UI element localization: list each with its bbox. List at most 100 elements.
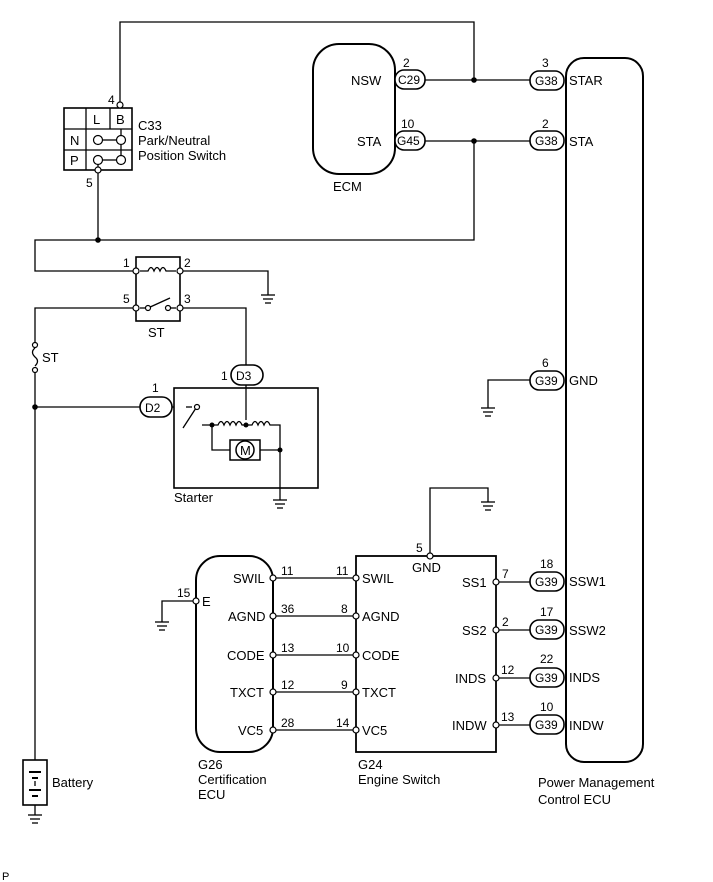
- wire-relay-ground: [180, 270, 269, 295]
- ground-icon: [481, 407, 495, 417]
- ecm-connector-c29: [394, 69, 426, 90]
- pmc-conn-ssw2: G39: [535, 623, 558, 637]
- cert-code: G26: [198, 757, 223, 772]
- pnp-code: C33: [138, 118, 162, 133]
- pmc-label-ssw1: SSW1: [569, 574, 606, 589]
- es-pin-inds: 12: [501, 663, 515, 677]
- park-neutral-switch: 4 5 L B N P C33 Park/Neutral Position Sw…: [63, 93, 226, 190]
- ecm-sta-label: STA: [357, 134, 382, 149]
- ecm-body: [312, 43, 396, 175]
- pnp-row-p: P: [70, 153, 79, 168]
- pmc-pin-ssw2: 17: [540, 605, 554, 619]
- ground-icon: [273, 499, 287, 509]
- pmc-ecu-body: [565, 57, 644, 763]
- starter-switch-icon: [182, 407, 197, 429]
- pnp-col-l: L: [93, 112, 100, 127]
- pmc-conn-star: G38: [535, 74, 558, 88]
- cert-label-code: CODE: [227, 648, 265, 663]
- ecm-pin-sta: 10: [401, 117, 415, 131]
- relay-pin-5: 5: [123, 292, 130, 306]
- cert-name-line2: ECU: [198, 787, 225, 802]
- fuse-icon: [31, 347, 39, 367]
- es-label-txct: TXCT: [362, 685, 396, 700]
- cert-pin-agnd: 36: [281, 602, 295, 616]
- pmc-pin-gnd: 6: [542, 356, 549, 370]
- ground-icon: [28, 814, 42, 824]
- pmc-connector-sta: [529, 130, 565, 151]
- wire-e-ground: [161, 600, 196, 622]
- pnp-pin4-terminal: [116, 101, 124, 109]
- wire-sta-to-relay: [34, 141, 475, 272]
- wire-relay-pin3: [180, 307, 247, 365]
- ground-icon: [261, 294, 275, 304]
- pmc-pin-sta: 2: [542, 117, 549, 131]
- battery: Battery: [22, 759, 94, 806]
- wire-relay-pin5: [34, 307, 136, 345]
- es-label-agnd: AGND: [362, 609, 400, 624]
- pmc-connector-indw: [529, 714, 565, 735]
- es-label-indw: INDW: [452, 718, 487, 733]
- es-pin-agnd: 8: [341, 602, 348, 616]
- pnp-pin5-terminal: [94, 166, 102, 174]
- pmc-pin-ssw1: 18: [540, 557, 554, 571]
- ecm-name: ECM: [333, 179, 362, 194]
- relay-switch-icon: [147, 297, 171, 309]
- relay-pin-2: 2: [184, 256, 191, 270]
- es-name: Engine Switch: [358, 772, 440, 787]
- pmc-conn-ssw1: G39: [535, 575, 558, 589]
- battery-name: Battery: [52, 775, 94, 790]
- cert-pin-swil: 11: [281, 564, 294, 578]
- ecm-nsw-label: NSW: [351, 73, 382, 88]
- pnp-name-line1: Park/Neutral: [138, 133, 210, 148]
- es-label-ss1: SS1: [462, 575, 487, 590]
- starter-motor-label: M: [240, 443, 251, 458]
- es-pin-ss1: 7: [502, 567, 509, 581]
- pmc-connector-ssw2: [529, 619, 565, 640]
- pnp-name-line2: Position Switch: [138, 148, 226, 163]
- pnp-pin-top: 4: [108, 93, 115, 107]
- relay-coil-icon: [140, 266, 176, 273]
- power-management-control-ecu: Power Management Control ECU G38 3 STAR …: [529, 56, 655, 807]
- ecm-conn-g45: G45: [397, 134, 420, 148]
- starter-pin-d2: 1: [152, 381, 159, 395]
- cert-pin-code: 13: [281, 641, 295, 655]
- wire-c33-to-star: [119, 21, 475, 105]
- pmc-conn-indw: G39: [535, 718, 558, 732]
- pnp-col-b: B: [116, 112, 125, 127]
- es-label-swil: SWIL: [362, 571, 394, 586]
- pmc-conn-inds: G39: [535, 671, 558, 685]
- pmc-connector-gnd: [529, 370, 565, 391]
- pmc-connector-inds: [529, 667, 565, 688]
- starter-conn-d3: D3: [236, 369, 252, 383]
- pnp-pin-bottom: 5: [86, 176, 93, 190]
- cert-label-txct: TXCT: [230, 685, 264, 700]
- pmc-connector-star: [529, 70, 565, 91]
- es-pin-vc5: 14: [336, 716, 350, 730]
- wire-es-gnd: [429, 487, 489, 556]
- cert-label-swil: SWIL: [233, 571, 265, 586]
- st-relay: 1 2 5 3 ST: [123, 256, 191, 340]
- es-pin-indw: 13: [501, 710, 515, 724]
- starter-connector-d2: [139, 396, 173, 418]
- pmc-label-indw: INDW: [569, 718, 604, 733]
- es-gnd-label: GND: [412, 560, 441, 575]
- es-pin-txct: 9: [341, 678, 348, 692]
- pmc-label-ssw2: SSW2: [569, 623, 606, 638]
- es-pin-swil: 11: [336, 564, 349, 578]
- fuse-st: ST: [31, 341, 59, 374]
- pmc-pin-inds: 22: [540, 652, 554, 666]
- wires: [34, 21, 530, 815]
- junction-sta: [471, 138, 477, 144]
- ecm-connector-g45: [394, 130, 426, 151]
- footer-mark: P: [2, 871, 9, 882]
- starter-connector-d3: [230, 364, 264, 386]
- cert-label-vc5: VC5: [238, 723, 263, 738]
- grounds: [28, 294, 495, 824]
- wire-pmc-gnd: [487, 379, 530, 408]
- junction-battery: [32, 404, 38, 410]
- cert-ground-label: E: [202, 594, 211, 609]
- engine-switch-body: [355, 555, 497, 753]
- pmc-label-star: STAR: [569, 73, 603, 88]
- ecm-conn-c29: C29: [398, 73, 420, 87]
- pmc-pin-indw: 10: [540, 700, 554, 714]
